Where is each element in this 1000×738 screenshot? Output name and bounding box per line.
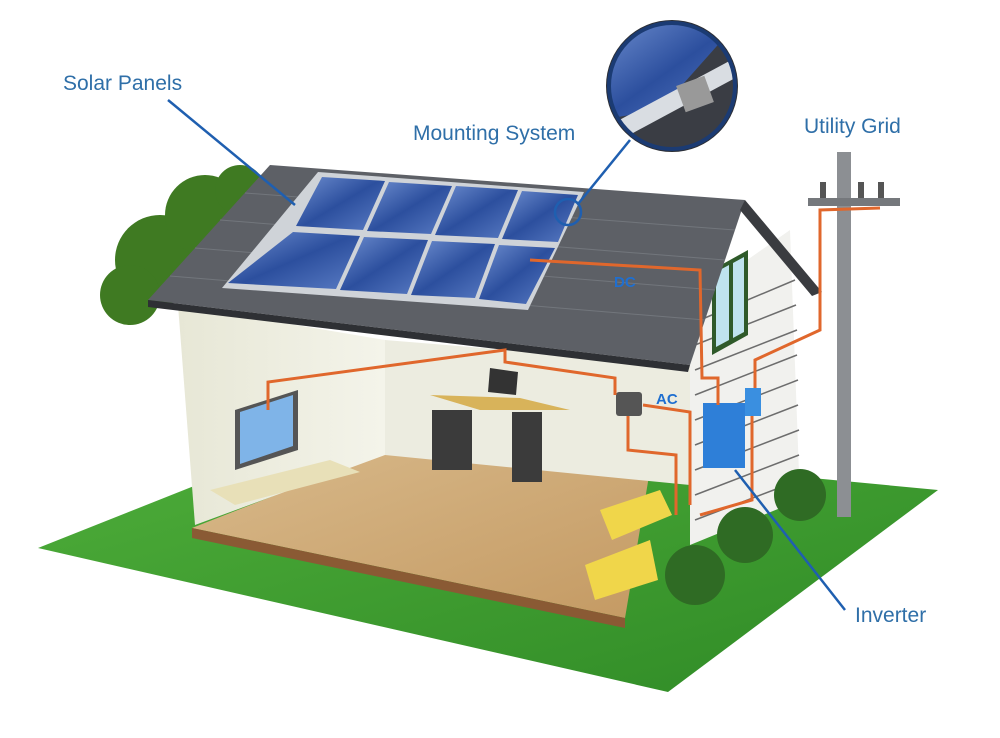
window-glass [733,257,744,338]
mounting-detail-magnifier [606,20,738,152]
label-ac: AC [656,391,678,408]
floor [192,452,650,618]
window-glass [716,265,729,347]
floor-edge [192,528,625,628]
mount-highlight [553,197,583,227]
leader-lines [167,99,846,611]
label-inverter: Inverter [855,604,926,627]
armchair [600,490,672,540]
desk-leg [512,412,542,482]
wiring [266,206,881,517]
solar-panel-array [222,172,584,310]
solar-panel [435,186,518,238]
roof-gable [740,200,822,296]
disconnect-box [745,388,761,416]
solar-panel [411,241,495,298]
label-utility-grid: Utility Grid [804,115,901,138]
desk-cabinet [432,410,472,470]
laptop [488,368,518,395]
inverter-box [703,403,745,468]
utility-pole [808,152,900,517]
armchair [585,540,658,600]
solar-panel [367,182,452,234]
bushes [665,469,826,605]
bench [210,460,360,505]
solar-panel [340,237,428,294]
solar-panel [228,232,360,289]
desk [430,395,570,410]
label-mounting-system: Mounting System [413,122,575,145]
roof-eave [148,300,690,372]
label-dc: DC [614,274,636,291]
label-solar-panels: Solar Panels [63,72,182,95]
meter-box [616,392,642,416]
solar-panel [296,177,385,230]
tv-screen [240,395,293,464]
